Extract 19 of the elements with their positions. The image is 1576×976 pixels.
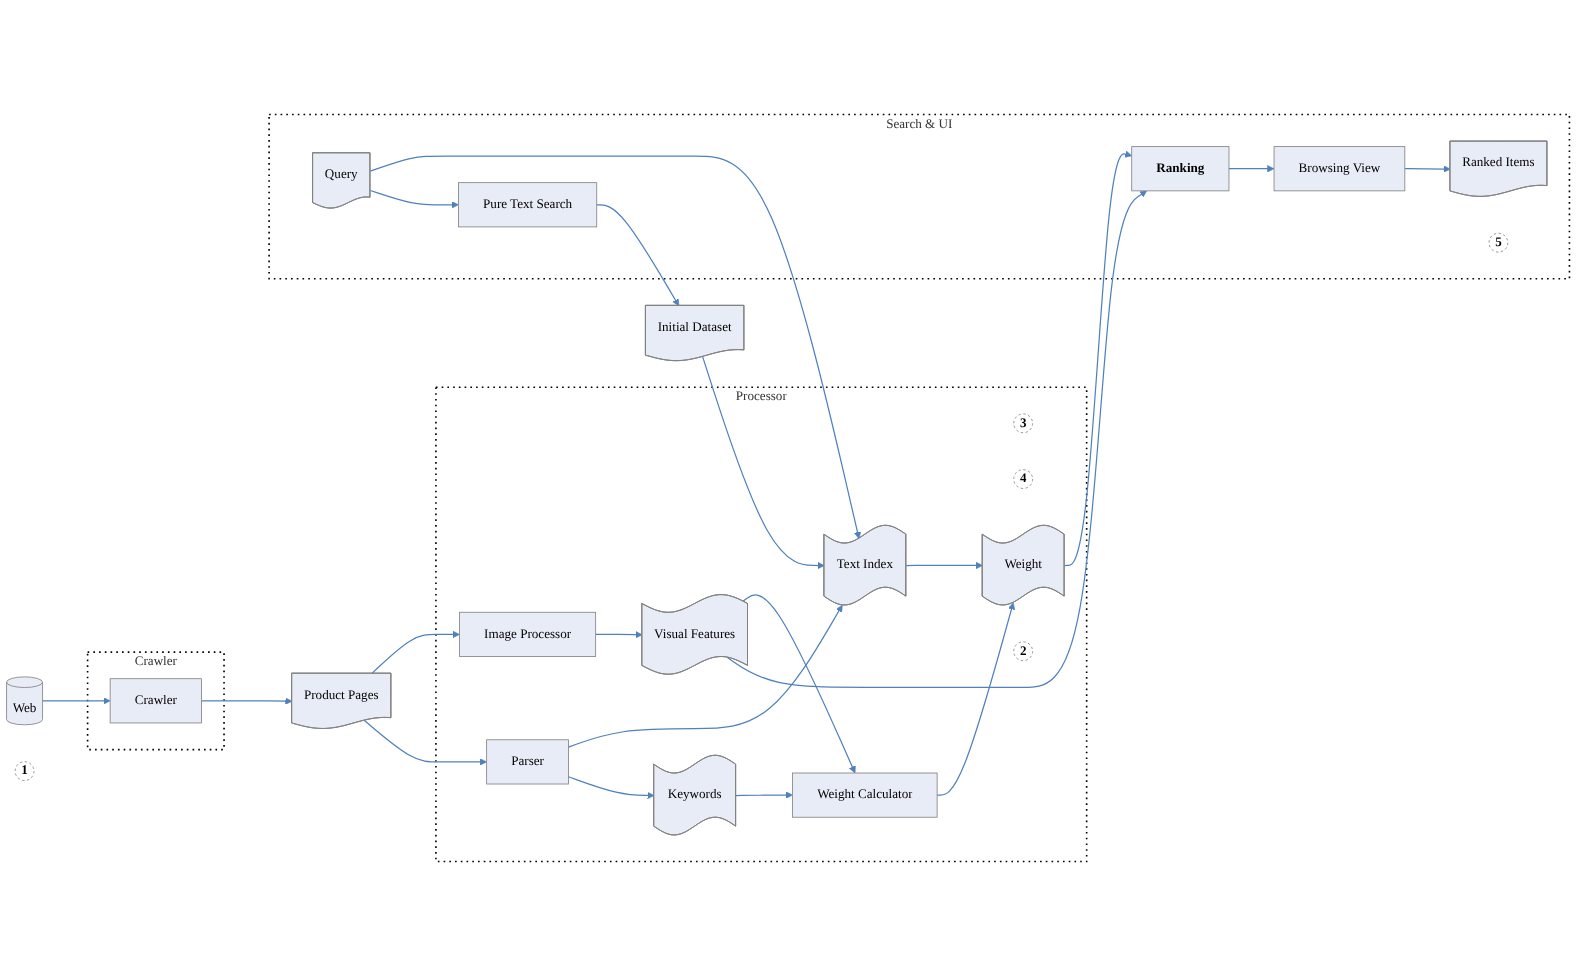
arrow: [596, 204, 680, 307]
arrow: [702, 356, 825, 570]
arrow: [371, 630, 460, 675]
arrow: [1063, 150, 1133, 567]
arrow: [200, 697, 293, 705]
arrow: [369, 155, 862, 539]
arrow: [936, 602, 1015, 796]
arrow: [1404, 165, 1451, 173]
arrow: [735, 791, 793, 799]
arrow: [905, 561, 983, 570]
arrow: [726, 190, 1148, 688]
arrow: [567, 604, 843, 748]
arrow: [41, 697, 111, 705]
arrow: [567, 776, 655, 800]
arrow: [742, 594, 856, 774]
arrow: [595, 631, 643, 639]
arrow: [369, 189, 459, 209]
arrow: [1228, 165, 1275, 173]
arrow: [363, 719, 487, 766]
